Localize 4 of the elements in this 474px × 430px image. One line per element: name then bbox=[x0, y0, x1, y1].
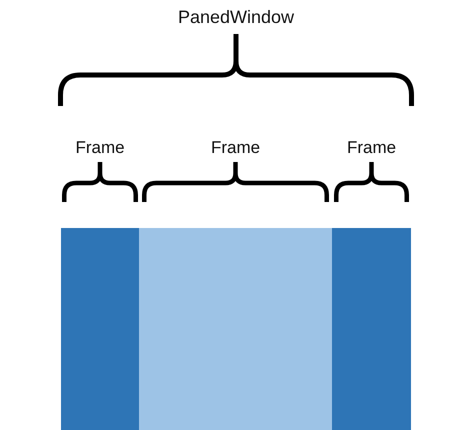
frame-label: Frame bbox=[346, 138, 396, 158]
frame-label: Frame bbox=[210, 138, 260, 158]
window-label: PanedWindow bbox=[178, 6, 294, 28]
frame-label: Frame bbox=[75, 138, 125, 158]
